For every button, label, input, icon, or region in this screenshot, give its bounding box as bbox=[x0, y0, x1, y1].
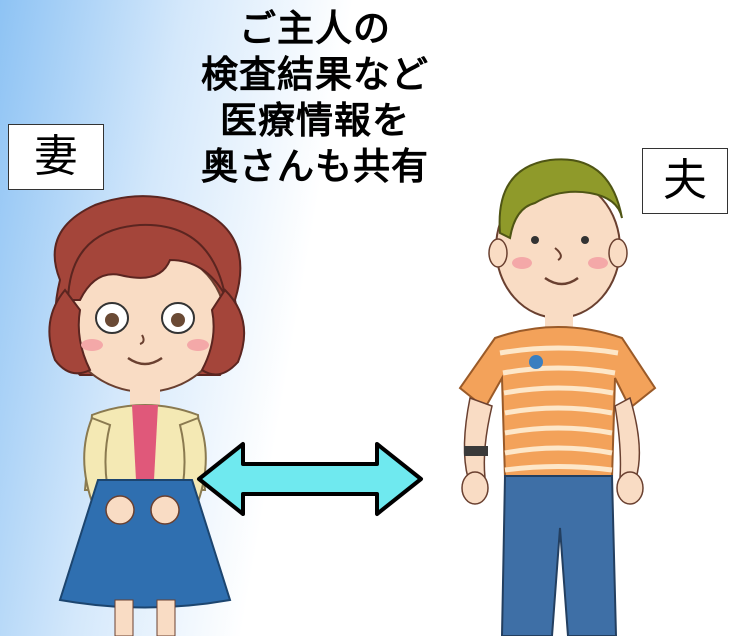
husband-label: 夫 bbox=[642, 148, 728, 214]
double-headed-arrow-icon bbox=[195, 440, 425, 518]
caption-text: ご主人の 検査結果など 医療情報を 奥さんも共有 bbox=[180, 6, 450, 190]
wife-label: 妻 bbox=[8, 124, 104, 190]
caption-line-1: ご主人の bbox=[239, 7, 391, 50]
caption-line-3: 医療情報を bbox=[220, 99, 410, 142]
caption-line-4: 奥さんも共有 bbox=[201, 145, 429, 188]
caption-line-2: 検査結果など bbox=[201, 53, 429, 96]
woman-illustration bbox=[20, 190, 270, 636]
man-illustration bbox=[440, 148, 660, 636]
